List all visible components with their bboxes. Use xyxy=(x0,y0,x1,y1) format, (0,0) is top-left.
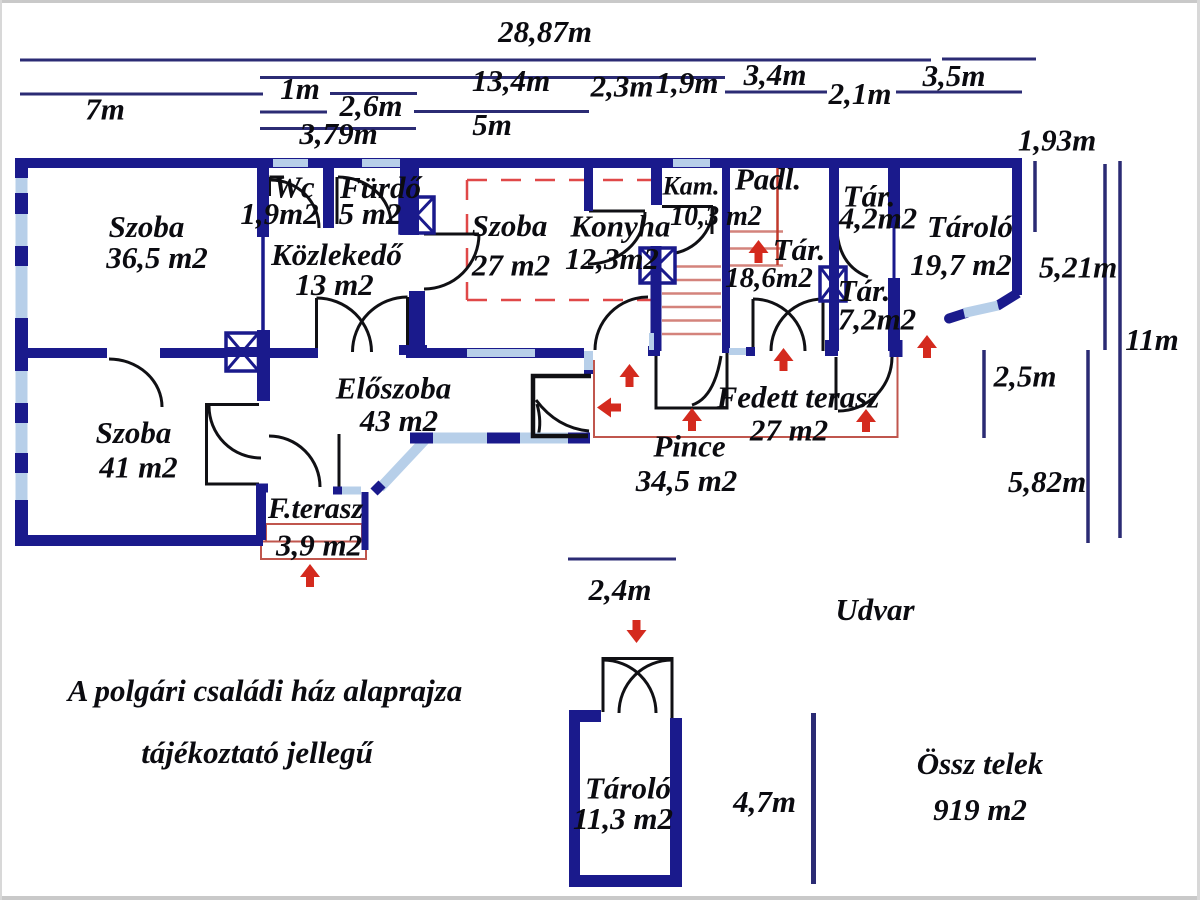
svg-text:Padl.: Padl. xyxy=(734,162,801,197)
svg-text:10,3 m2: 10,3 m2 xyxy=(670,201,762,232)
svg-text:919 m2: 919 m2 xyxy=(933,792,1027,827)
svg-text:Tár.: Tár. xyxy=(843,179,896,214)
svg-text:Tároló: Tároló xyxy=(585,771,671,806)
svg-text:Szoba: Szoba xyxy=(109,209,185,244)
svg-text:36,5 m2: 36,5 m2 xyxy=(105,240,208,275)
svg-text:5m: 5m xyxy=(472,107,512,142)
svg-text:Fürdő: Fürdő xyxy=(339,170,423,205)
svg-text:27 m2: 27 m2 xyxy=(749,413,828,448)
svg-text:11m: 11m xyxy=(1125,322,1178,357)
svg-text:Össz telek: Össz telek xyxy=(917,746,1044,781)
svg-text:4,2m2: 4,2m2 xyxy=(838,201,917,236)
svg-text:Szoba: Szoba xyxy=(96,415,172,450)
svg-text:Tár.: Tár. xyxy=(838,273,891,308)
svg-text:19,7 m2: 19,7 m2 xyxy=(910,247,1012,282)
svg-text:18,6m2: 18,6m2 xyxy=(725,262,813,294)
svg-text:28,87m: 28,87m xyxy=(497,14,592,49)
svg-text:13 m2: 13 m2 xyxy=(295,267,373,302)
svg-text:5,21m: 5,21m xyxy=(1039,250,1117,285)
svg-text:Kam.: Kam. xyxy=(661,172,719,201)
svg-text:43 m2: 43 m2 xyxy=(359,403,438,438)
svg-text:5,82m: 5,82m xyxy=(1008,464,1086,499)
svg-text:27 m2: 27 m2 xyxy=(471,248,550,283)
svg-text:Fedett terasz: Fedett terasz xyxy=(716,380,880,415)
svg-text:2,5m: 2,5m xyxy=(993,359,1057,394)
svg-text:5 m2: 5 m2 xyxy=(339,196,402,231)
svg-text:12,3m2: 12,3m2 xyxy=(565,241,659,276)
svg-text:Szoba: Szoba xyxy=(472,208,548,243)
svg-text:F.terasz: F.terasz xyxy=(267,492,364,525)
svg-text:34,5 m2: 34,5 m2 xyxy=(635,463,738,498)
svg-text:1m: 1m xyxy=(280,71,320,106)
svg-text:1,9m2: 1,9m2 xyxy=(240,196,318,231)
svg-text:2,3m: 2,3m xyxy=(590,69,654,104)
svg-text:Konyha: Konyha xyxy=(570,209,671,244)
svg-text:13,4m: 13,4m xyxy=(472,63,550,98)
svg-text:2,4m: 2,4m xyxy=(588,572,652,607)
svg-text:3,4m: 3,4m xyxy=(743,57,807,92)
svg-text:11,3 m2: 11,3 m2 xyxy=(573,801,673,836)
svg-text:4,7m: 4,7m xyxy=(732,784,796,819)
svg-text:Pince: Pince xyxy=(652,429,726,464)
svg-text:1,93m: 1,93m xyxy=(1018,123,1096,158)
svg-text:Udvar: Udvar xyxy=(835,592,915,627)
svg-text:3,79m: 3,79m xyxy=(298,116,377,151)
svg-text:1,9m: 1,9m xyxy=(656,65,719,100)
svg-text:Wc: Wc xyxy=(273,170,315,205)
svg-text:tájékoztató jellegű: tájékoztató jellegű xyxy=(141,735,374,770)
svg-text:Tár.: Tár. xyxy=(773,232,826,267)
svg-text:Tároló: Tároló xyxy=(927,209,1013,244)
svg-text:Közlekedő: Közlekedő xyxy=(270,237,404,272)
svg-text:2,1m: 2,1m xyxy=(828,76,892,111)
svg-text:3,5m: 3,5m xyxy=(922,58,986,93)
svg-text:Előszoba: Előszoba xyxy=(335,371,451,406)
svg-text:7,2m2: 7,2m2 xyxy=(838,302,916,337)
svg-text:3,9 m2: 3,9 m2 xyxy=(275,528,362,563)
svg-text:7m: 7m xyxy=(85,92,125,127)
svg-text:41 m2: 41 m2 xyxy=(98,450,177,485)
svg-text:A polgári családi ház alaprajz: A polgári családi ház alaprajza xyxy=(66,673,462,708)
svg-text:2,6m: 2,6m xyxy=(339,88,403,123)
